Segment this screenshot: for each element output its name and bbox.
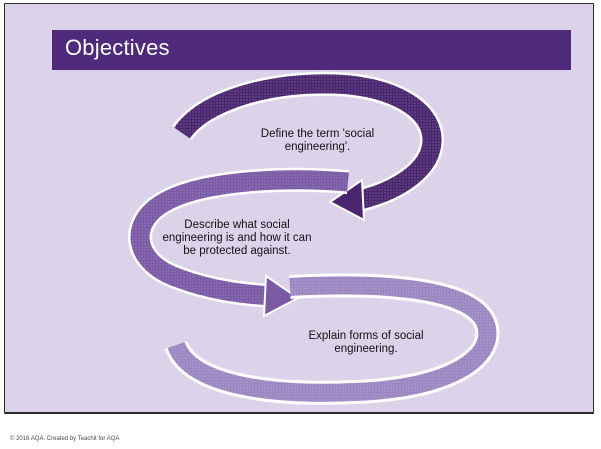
footer-divider bbox=[4, 413, 594, 414]
slide-title: Objectives bbox=[65, 35, 170, 60]
step-3-text: Explain forms of social engineering. bbox=[308, 330, 424, 355]
step-1-text: Define the term 'social engineering'. bbox=[260, 128, 375, 153]
slide: Objectives bbox=[4, 3, 594, 413]
curved-arrow-1 bbox=[172, 71, 445, 222]
title-bar: Objectives bbox=[52, 30, 571, 70]
step-2-text: Describe what social engineering is and … bbox=[162, 219, 312, 257]
footer-copyright: © 2016 AQA. Created by Teachit for AQA bbox=[10, 436, 120, 442]
curved-arrow-3 bbox=[164, 273, 500, 405]
curved-arrow-2 bbox=[128, 167, 350, 318]
